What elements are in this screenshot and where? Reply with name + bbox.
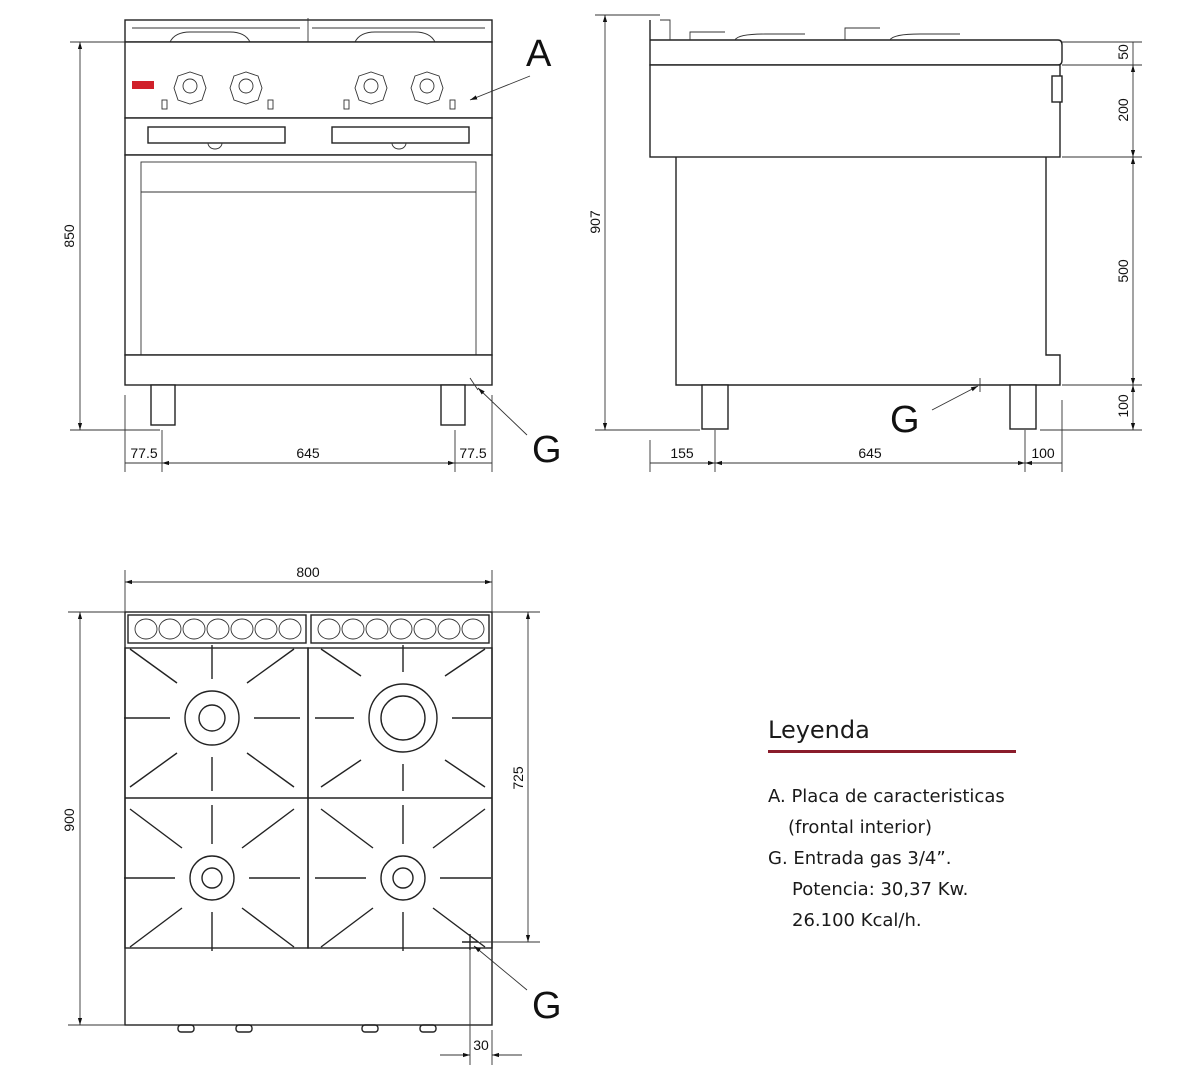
grate-bar — [444, 648, 486, 677]
legend-item-a: A. Placa de caracteristicas — [768, 786, 1005, 807]
front-callout-g: G — [532, 429, 562, 471]
top-inner-depth-label: 725 — [510, 766, 526, 790]
front-height-label: 850 — [61, 224, 77, 248]
brand-logo — [132, 81, 154, 89]
side-dim-100: 100 — [1115, 394, 1131, 418]
top-view: 800 900 725 30 G — [61, 564, 562, 1065]
side-width-left-label: 155 — [670, 445, 694, 461]
side-height-label: 907 — [587, 210, 603, 234]
side-view: 907 50 200 500 100 155 645 100 G — [587, 14, 1142, 472]
grate-bar — [320, 648, 362, 677]
flame-oval — [413, 618, 437, 640]
top-offset-label: 30 — [473, 1037, 489, 1053]
side-knob — [1051, 75, 1063, 103]
callout-a: A — [526, 33, 552, 75]
front-width-center-label: 645 — [296, 445, 320, 461]
grate-bar — [241, 808, 295, 849]
grate-bar — [320, 907, 374, 948]
front-width-left-label: 77.5 — [130, 445, 157, 461]
grate-bar — [129, 648, 178, 684]
grate-bar — [320, 808, 374, 849]
grate-bar — [246, 648, 295, 684]
flame-oval — [317, 618, 341, 640]
top-depth-label: 900 — [61, 808, 77, 832]
control-knobs — [161, 71, 456, 110]
legend-item-g-kcal: 26.100 Kcal/h. — [792, 910, 922, 931]
grate-bar — [246, 752, 295, 788]
flame-oval — [182, 618, 206, 640]
top-callout-g: G — [532, 985, 562, 1027]
flame-oval — [365, 618, 389, 640]
flame-oval — [389, 618, 413, 640]
legend-item-g: G. Entrada gas 3/4”. — [768, 848, 952, 869]
grate-bar — [241, 907, 295, 948]
front-view: 850 77.5 645 77.5 A G — [61, 18, 562, 472]
flame-oval — [437, 618, 461, 640]
grate-bar — [432, 808, 486, 849]
front-width-right-label: 77.5 — [459, 445, 486, 461]
legend: Leyenda A. Placa de caracteristicas (fro… — [768, 716, 1088, 936]
flame-oval — [461, 618, 485, 640]
flame-oval — [278, 618, 302, 640]
front-knobs — [177, 1024, 437, 1033]
side-dim-200: 200 — [1115, 98, 1131, 122]
grate-bars — [124, 645, 491, 951]
grate-bar — [129, 752, 178, 788]
legend-item-g-power: Potencia: 30,37 Kw. — [792, 879, 969, 900]
grate-bar — [129, 907, 183, 948]
grate-bar — [432, 907, 486, 948]
side-width-center-label: 645 — [858, 445, 882, 461]
legend-item-a-detail: (frontal interior) — [788, 817, 932, 838]
flame-oval — [230, 618, 254, 640]
legend-title: Leyenda — [768, 716, 1016, 753]
flame-oval — [341, 618, 365, 640]
flame-ovals — [134, 618, 485, 640]
grate-bar — [320, 759, 362, 788]
side-dim-50: 50 — [1115, 44, 1131, 60]
grate-bar — [129, 808, 183, 849]
side-width-right-label: 100 — [1031, 445, 1055, 461]
side-dim-500: 500 — [1115, 259, 1131, 283]
gas-inlet-marker — [462, 934, 478, 950]
burners — [184, 683, 438, 901]
flame-oval — [158, 618, 182, 640]
flame-oval — [134, 618, 158, 640]
side-callout-g: G — [890, 399, 920, 441]
flame-oval — [254, 618, 278, 640]
flame-oval — [206, 618, 230, 640]
grate-bar — [444, 759, 486, 788]
top-width-label: 800 — [296, 564, 320, 580]
